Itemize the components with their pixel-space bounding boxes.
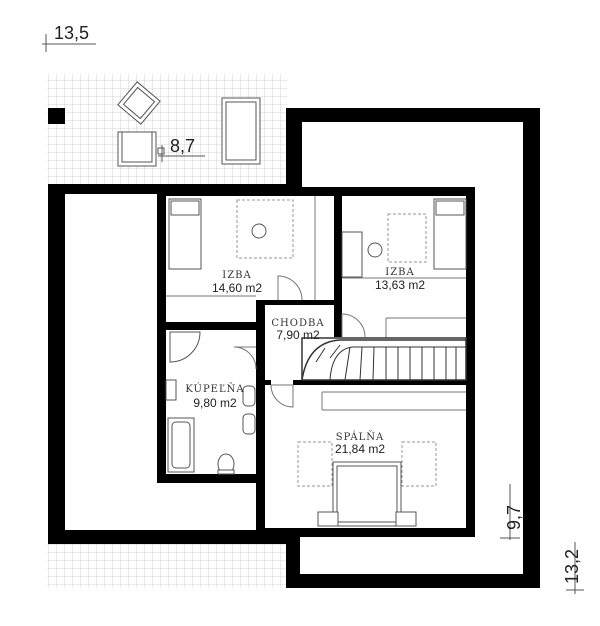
svg-text:13,2: 13,2 [562, 549, 582, 584]
room-area-kupelna: 9,80 m2 [193, 396, 237, 410]
bathroom-fixtures [165, 331, 256, 475]
stair-treads [315, 344, 457, 381]
svg-text:9,7: 9,7 [504, 505, 524, 530]
room-area-izba-left: 14,60 m2 [212, 281, 262, 295]
dimension-right-inner: 9,7 [500, 484, 524, 540]
spalna-furniture [297, 441, 437, 527]
dimension-right-outer: 13,2 [562, 542, 584, 594]
room-name-izba-left: IZBA [222, 270, 251, 281]
room-area-izba-right: 13,63 m2 [375, 278, 425, 292]
room-area-chodba: 7,90 m2 [276, 328, 320, 342]
outer-walls [48, 108, 540, 588]
svg-text:8,7: 8,7 [170, 136, 195, 156]
terrace-bottom [47, 540, 287, 588]
room-name-chodba: CHODBA [271, 318, 324, 329]
room-name-izba-right: IZBA [385, 267, 414, 278]
room-name-kupelna: KÚPEĽŇA [185, 383, 244, 395]
room-name-spalna: SPÁLŇA [336, 431, 385, 443]
dimension-top: 13,5 [42, 23, 96, 52]
doors [233, 275, 366, 408]
inner-walls [157, 187, 475, 537]
dimension-terrace: 8,7 [158, 136, 205, 162]
terrace-furniture [117, 81, 261, 167]
izba-right-furniture [341, 198, 467, 278]
izba-left-furniture [168, 198, 294, 270]
room-area-spalna: 21,84 m2 [335, 442, 385, 456]
staircase [301, 337, 467, 381]
svg-text:13,5: 13,5 [54, 23, 89, 43]
